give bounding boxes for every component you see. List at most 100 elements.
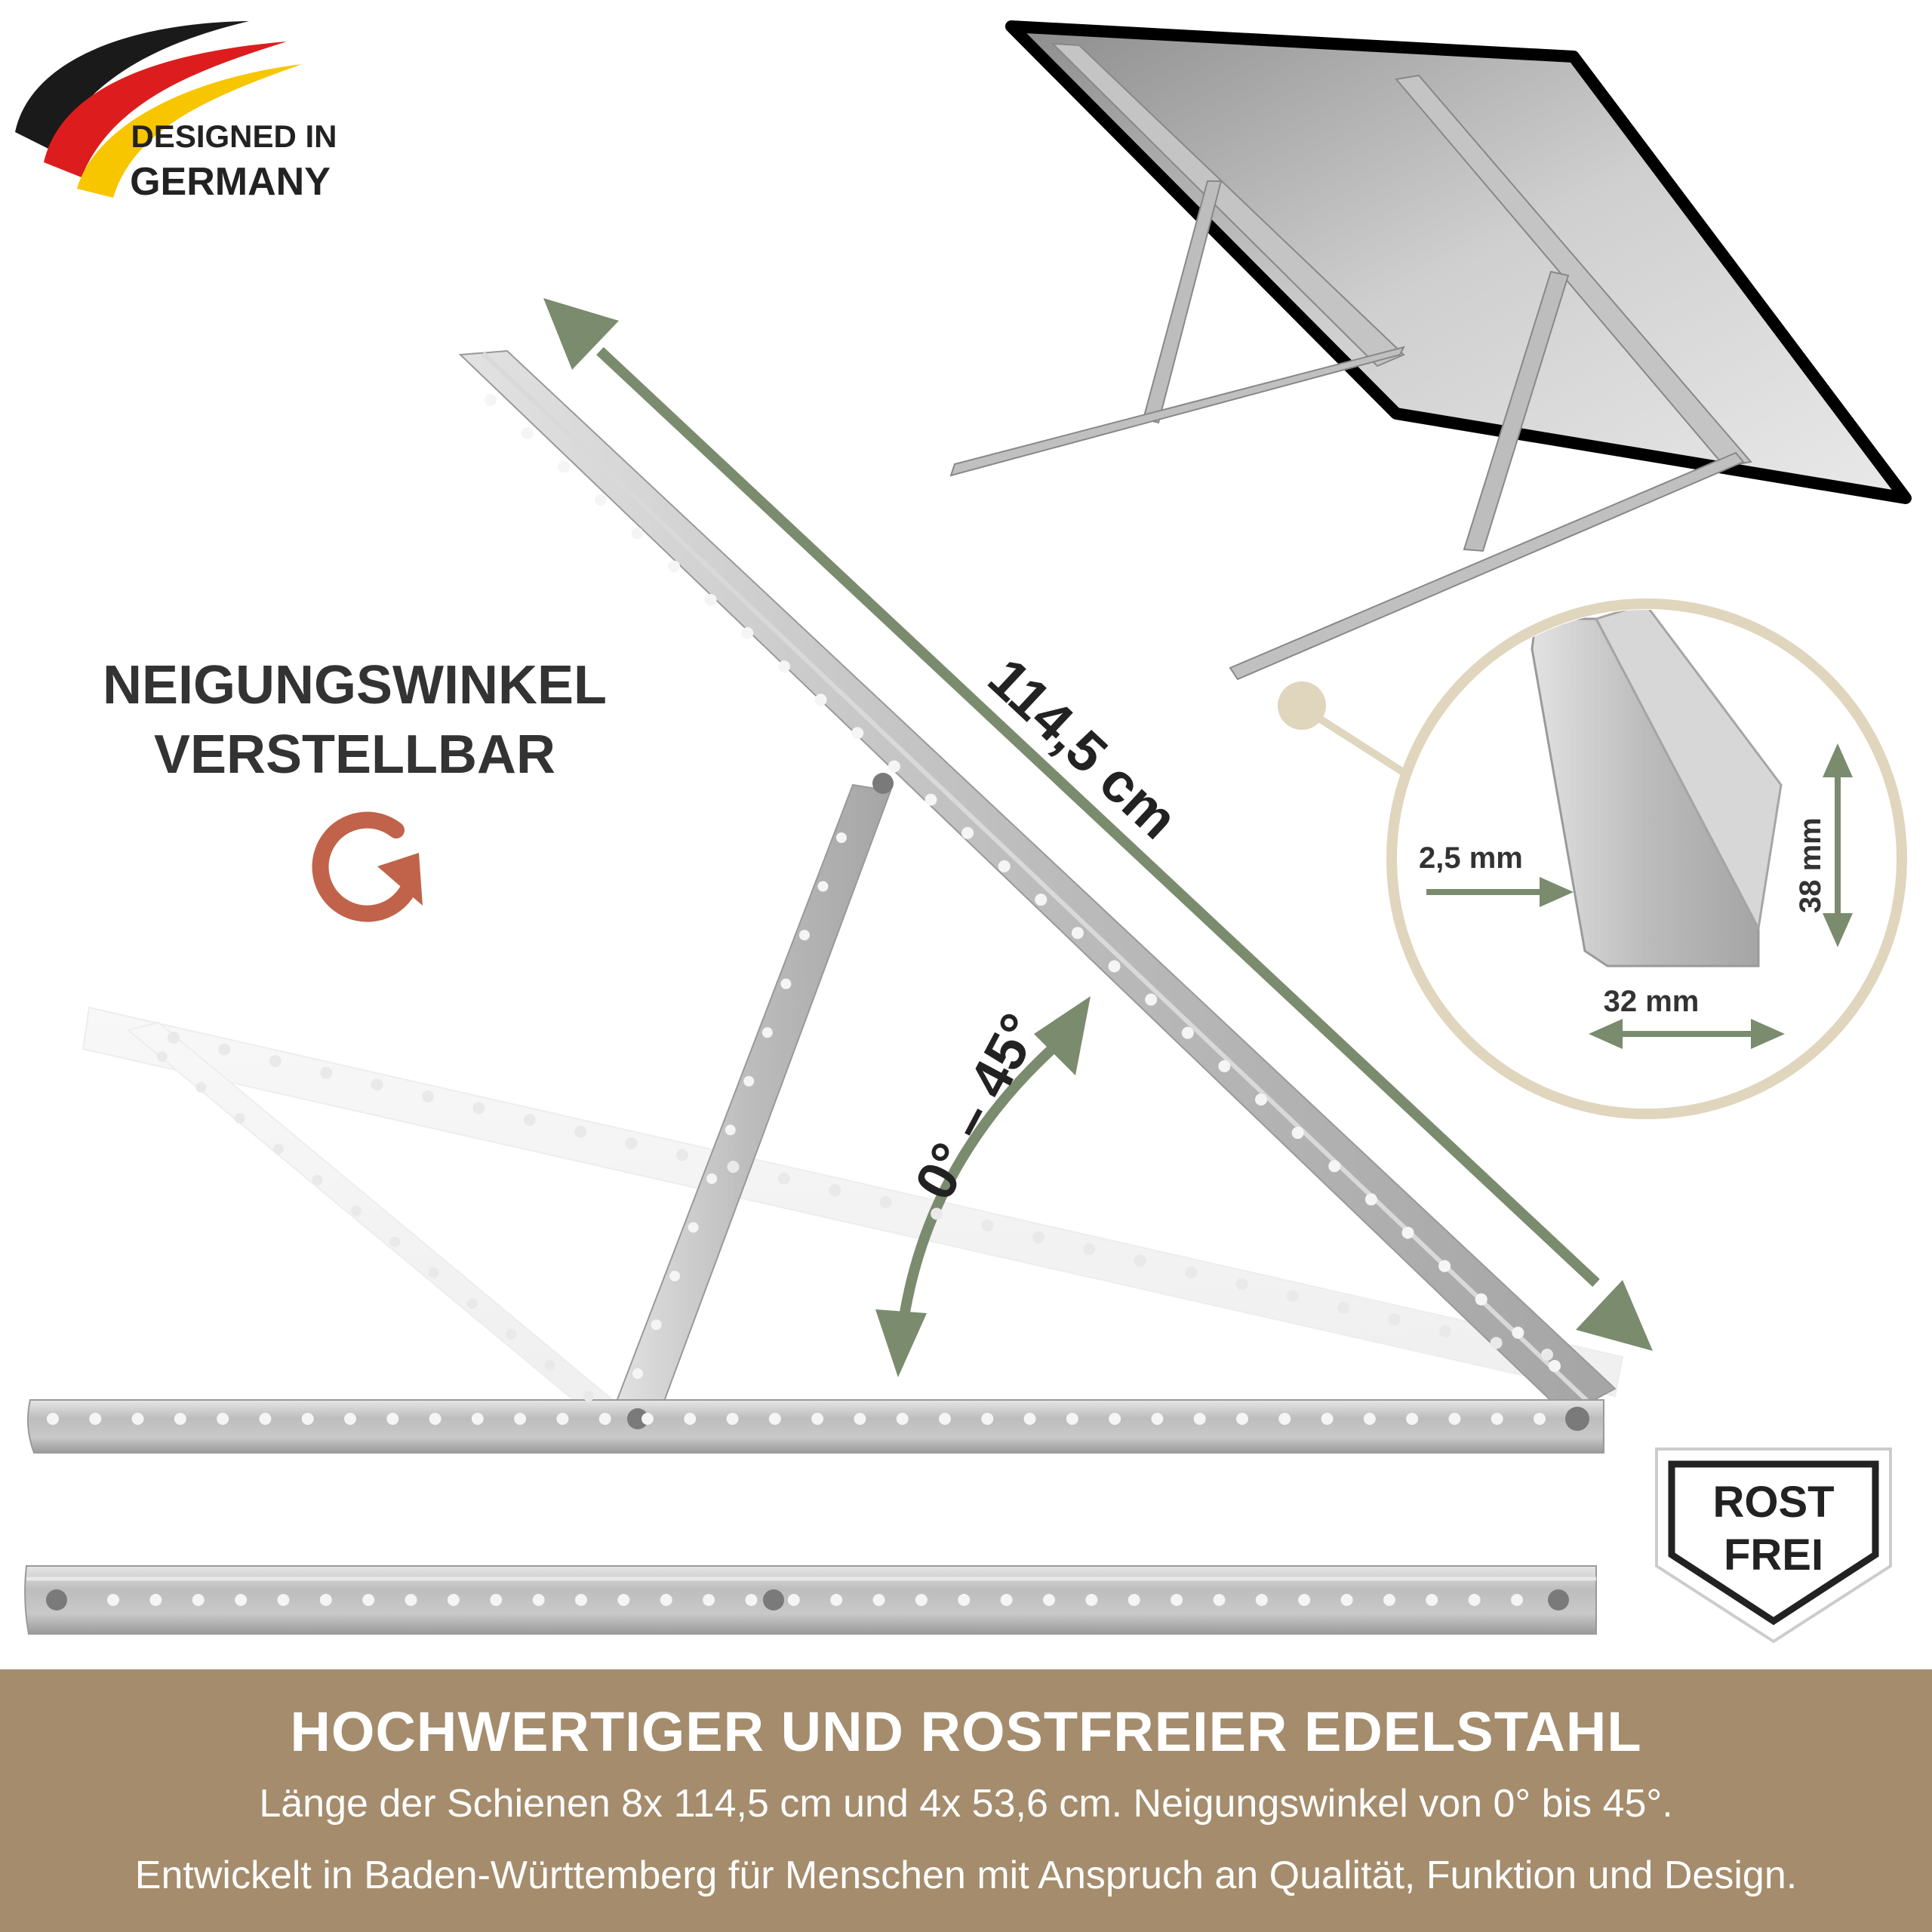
rail-hole [724, 1124, 736, 1136]
rail-hole [350, 1205, 361, 1217]
rail-hole [872, 1594, 885, 1606]
length-arrow [543, 298, 1653, 1351]
rail-hole [1181, 1026, 1194, 1039]
rail-hole [1278, 1413, 1291, 1425]
rail-hole [1035, 894, 1048, 906]
rail-hole [854, 1413, 866, 1425]
rail-hole [422, 1090, 435, 1103]
rail-hole [1490, 1337, 1503, 1349]
rail-hole [777, 660, 790, 673]
headline-line2: VERSTELLBAR [153, 724, 556, 785]
rail-hole [89, 1413, 102, 1425]
flag-red-stroke [44, 42, 287, 177]
rail-hole [761, 1027, 773, 1038]
rail-bolt-right [1548, 1589, 1569, 1611]
rail-hole [574, 1125, 587, 1138]
rail-hole [149, 1594, 162, 1606]
rail-hole [817, 881, 829, 892]
flag-gold-stroke [77, 64, 302, 198]
rail-hole [157, 1051, 168, 1062]
second-flat-rail [24, 1565, 1597, 1635]
rail-hole [1235, 1278, 1248, 1291]
rail-hole [429, 1413, 441, 1425]
callout-dot [1278, 681, 1326, 730]
flag-black-stroke [15, 21, 249, 151]
rail-holes [47, 394, 1561, 1606]
rail-hole [1151, 1413, 1164, 1425]
rail-hole [1043, 1594, 1055, 1606]
rail-hole [235, 1594, 248, 1606]
rail-hole [1511, 1594, 1523, 1606]
rail-hole [741, 626, 754, 639]
rail-hole [1439, 1324, 1452, 1337]
rail-hole [344, 1413, 356, 1425]
rail-hole [1328, 1160, 1341, 1173]
rail-hole [829, 1184, 841, 1197]
headline-line1: NEIGUNGSWINKEL [102, 655, 607, 715]
rail-hole [1185, 1266, 1198, 1279]
rail-hole [836, 832, 847, 843]
rail-hole [706, 1173, 718, 1184]
rail-hole [1109, 1413, 1121, 1425]
rail-hole [814, 694, 827, 706]
rail-hole [428, 1267, 439, 1278]
rail-hole [1406, 1413, 1419, 1425]
rail-hole [218, 1043, 231, 1056]
rail-hole [1032, 1231, 1044, 1244]
badge-line1: DESIGNED IN [131, 118, 337, 154]
solar-panel-mounted [949, 20, 1912, 681]
rail-hole [1108, 960, 1121, 973]
rail-hole [851, 727, 864, 740]
rail-bolt-center [763, 1589, 784, 1611]
rail-hole [1468, 1594, 1481, 1606]
rail-hole [1364, 1193, 1377, 1206]
rail-hole [1383, 1594, 1395, 1606]
rail-hole [641, 1413, 654, 1425]
rail-hole [514, 1413, 527, 1425]
rail-hole [998, 860, 1011, 872]
rail-hole [506, 1329, 517, 1340]
rail-hole [1337, 1301, 1350, 1314]
rail-hole [915, 1594, 928, 1606]
rail-hole [269, 1055, 281, 1068]
rail-hole [1213, 1594, 1226, 1606]
rail-hole [1512, 1326, 1524, 1339]
rust-free-seal: ROST FREI [1655, 1447, 1892, 1644]
rail-hole [523, 1113, 536, 1126]
rail-hole [532, 1594, 545, 1606]
rail-hole [1321, 1413, 1334, 1425]
rail-hole [727, 1161, 740, 1174]
rail-hole [1128, 1594, 1140, 1606]
rail-hole [939, 1413, 951, 1425]
rail-hole [768, 1413, 781, 1425]
rail-hole [320, 1066, 333, 1079]
width-label: 32 mm [1604, 985, 1700, 1018]
rail-hole [1549, 1360, 1561, 1372]
rail-hole [1071, 927, 1084, 940]
rail-hole [1286, 1290, 1299, 1303]
rail-hole [556, 1413, 569, 1425]
rail-hole [777, 1172, 790, 1185]
rail-hole [259, 1413, 272, 1425]
height-label: 38 mm [1794, 817, 1827, 913]
rail-hole [273, 1143, 285, 1155]
rail-hole [625, 1137, 638, 1149]
rail-hole [1438, 1260, 1451, 1272]
rail-hole [1145, 993, 1158, 1006]
rail-hole [312, 1174, 323, 1186]
rail-hole [217, 1413, 229, 1425]
rail-hole [651, 1319, 662, 1331]
rail-hole [558, 460, 571, 473]
rail-hole [485, 394, 497, 406]
rail-hole [879, 1195, 892, 1208]
rail-hole [669, 1270, 681, 1281]
rail-hole [192, 1594, 205, 1606]
angle-range-label: 0° – 45° [903, 1004, 1052, 1210]
rail-hole [811, 1413, 824, 1425]
rail-hole [1363, 1413, 1376, 1425]
rail-hole [174, 1413, 186, 1425]
rail-hole [981, 1219, 994, 1232]
rail-hole [47, 1413, 59, 1425]
rail-hole [1023, 1413, 1036, 1425]
main-diagonal-rail [458, 349, 1617, 1417]
